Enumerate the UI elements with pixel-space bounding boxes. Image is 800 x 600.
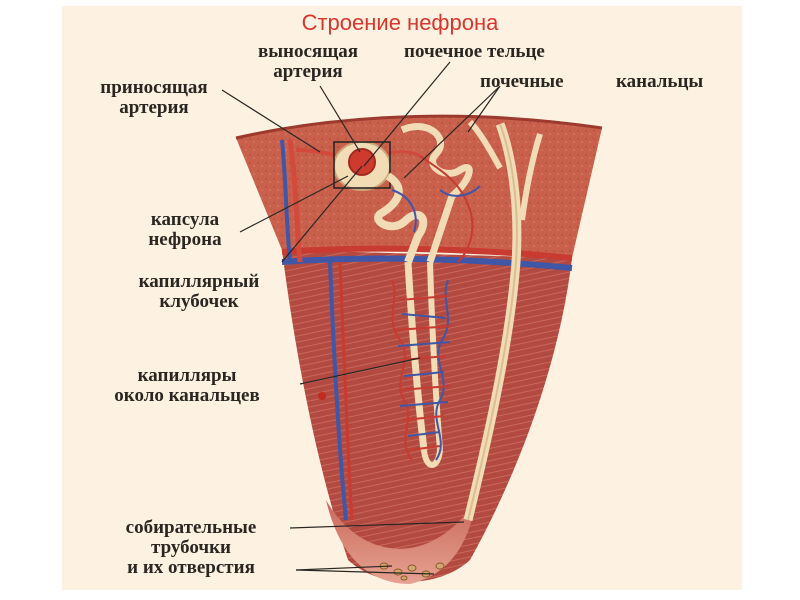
label-glomerulus-line2: клубочек — [110, 292, 288, 312]
label-collecting-line3: и их отверстия — [88, 558, 294, 578]
label-peritubular-line1: капилляры — [78, 366, 296, 386]
diagram-title: Строение нефрона — [0, 10, 800, 36]
label-renal-corpuscle: почечное тельце — [404, 42, 545, 62]
label-collecting-line2: трубочки — [88, 538, 294, 558]
label-glomerulus: капиллярный клубочек — [110, 272, 288, 312]
label-collecting-line1: собирательные — [88, 518, 294, 538]
label-collecting-ducts: собирательные трубочки и их отверстия — [88, 518, 294, 578]
red-dot — [318, 392, 326, 400]
label-afferent-artery: приносящая артерия — [66, 78, 242, 118]
label-efferent-line1: выносящая — [228, 42, 388, 62]
label-peritubular-line2: около канальцев — [78, 386, 296, 406]
label-peritubular-capillaries: капилляры около канальцев — [78, 366, 296, 406]
label-tubules-word1: почечные — [480, 72, 564, 92]
medulla-pyramid — [282, 250, 572, 582]
label-capsule: капсула нефрона — [120, 210, 250, 250]
label-efferent-artery: выносящая артерия — [228, 42, 388, 82]
label-tubules-word2: канальцы — [616, 72, 703, 92]
label-glomerulus-line1: капиллярный — [110, 272, 288, 292]
label-afferent-line1: приносящая — [66, 78, 242, 98]
glomerulus — [349, 149, 375, 175]
label-capsule-line1: капсула — [120, 210, 250, 230]
label-efferent-line2: артерия — [228, 62, 388, 82]
label-capsule-line2: нефрона — [120, 230, 250, 250]
label-afferent-line2: артерия — [66, 98, 242, 118]
